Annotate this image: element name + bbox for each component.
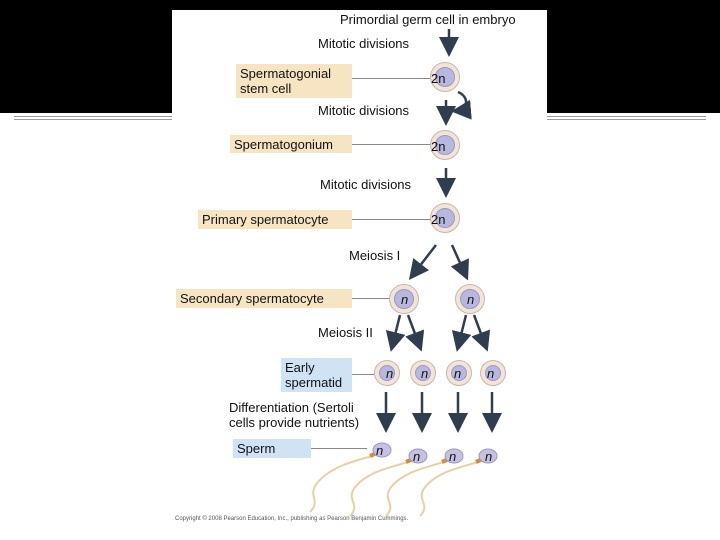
spermatogonium-label: Spermatogonium xyxy=(234,137,333,152)
ploidy-spermatid-3: n xyxy=(454,366,462,381)
ploidy-spermatid-1: n xyxy=(386,366,394,381)
primary-spermatocyte-cell xyxy=(430,203,460,233)
secondary-spermatocyte-label: Secondary spermatocyte xyxy=(180,291,324,306)
ploidy-stem-cell: 2n xyxy=(431,71,446,86)
early-spermatid-tag: Early spermatid xyxy=(281,358,352,392)
nucleus xyxy=(379,365,395,381)
secondary-spermatocyte-cell-right xyxy=(455,284,485,314)
ploidy-secondary-right: n xyxy=(467,292,475,307)
leader-primary xyxy=(352,219,431,220)
nucleus xyxy=(415,365,431,381)
secondary-spermatocyte-cell-left xyxy=(389,284,419,314)
early-spermatid-cell-4 xyxy=(480,360,506,386)
nucleus xyxy=(435,135,455,155)
early-spermatid-cell-3 xyxy=(446,360,472,386)
ploidy-spermatid-2: n xyxy=(421,366,429,381)
differentiation-label-line2: cells provide nutrients) xyxy=(229,415,360,430)
sperm-label: Sperm xyxy=(237,441,276,456)
mitotic-divisions-label-3: Mitotic divisions xyxy=(320,177,412,192)
meiosis-two-label: Meiosis II xyxy=(318,325,373,340)
leader-spermatid xyxy=(352,374,374,375)
early-spermatid-label-line1: Early xyxy=(285,360,315,375)
mitotic-divisions-label-2: Mitotic divisions xyxy=(318,103,410,118)
early-spermatid-label-line2: spermatid xyxy=(285,375,343,390)
early-spermatid-cell-2 xyxy=(410,360,436,386)
meiosis-one-label: Meiosis I xyxy=(349,248,401,263)
ploidy-sperm-1: n xyxy=(376,443,384,458)
leader-secondary xyxy=(352,298,390,299)
leader-spermatogonium xyxy=(352,144,431,145)
nucleus xyxy=(435,67,455,87)
primary-spermatocyte-label: Primary spermatocyte xyxy=(202,212,329,227)
mitotic-divisions-label-1: Mitotic divisions xyxy=(318,36,410,51)
ploidy-primary: 2n xyxy=(431,212,446,227)
ploidy-sperm-2: n xyxy=(413,449,421,464)
copyright-notice: Copyright © 2008 Pearson Education, Inc.… xyxy=(175,516,409,522)
sperm-tag: Sperm xyxy=(233,439,311,458)
ploidy-spermatid-4: n xyxy=(487,366,495,381)
nucleus xyxy=(435,208,455,228)
nucleus xyxy=(460,289,480,309)
differentiation-label-line1: Differentiation (Sertoli xyxy=(229,400,354,415)
spermatogonial-stem-cell xyxy=(430,62,460,92)
secondary-spermatocyte-tag: Secondary spermatocyte xyxy=(176,289,352,308)
stem-cell-label-line2: stem cell xyxy=(240,81,292,96)
ploidy-secondary-left: n xyxy=(401,292,409,307)
nucleus xyxy=(451,365,467,381)
primordial-germ-cell-label: Primordial germ cell in embryo xyxy=(340,12,516,27)
ploidy-spermatogonium: 2n xyxy=(431,139,446,154)
spermatogonial-stem-cell-tag: Spermatogonial stem cell xyxy=(236,64,352,98)
nucleus xyxy=(485,365,501,381)
primary-spermatocyte-tag: Primary spermatocyte xyxy=(198,210,352,229)
spermatogonium-cell xyxy=(430,130,460,160)
leader-sperm xyxy=(311,448,367,449)
ploidy-sperm-3: n xyxy=(449,449,457,464)
ploidy-sperm-4: n xyxy=(485,449,493,464)
spermatogonium-tag: Spermatogonium xyxy=(230,135,352,153)
nucleus xyxy=(394,289,414,309)
stem-cell-label-line1: Spermatogonial xyxy=(240,66,332,81)
leader-stem-cell xyxy=(352,78,431,79)
early-spermatid-cell-1 xyxy=(374,360,400,386)
